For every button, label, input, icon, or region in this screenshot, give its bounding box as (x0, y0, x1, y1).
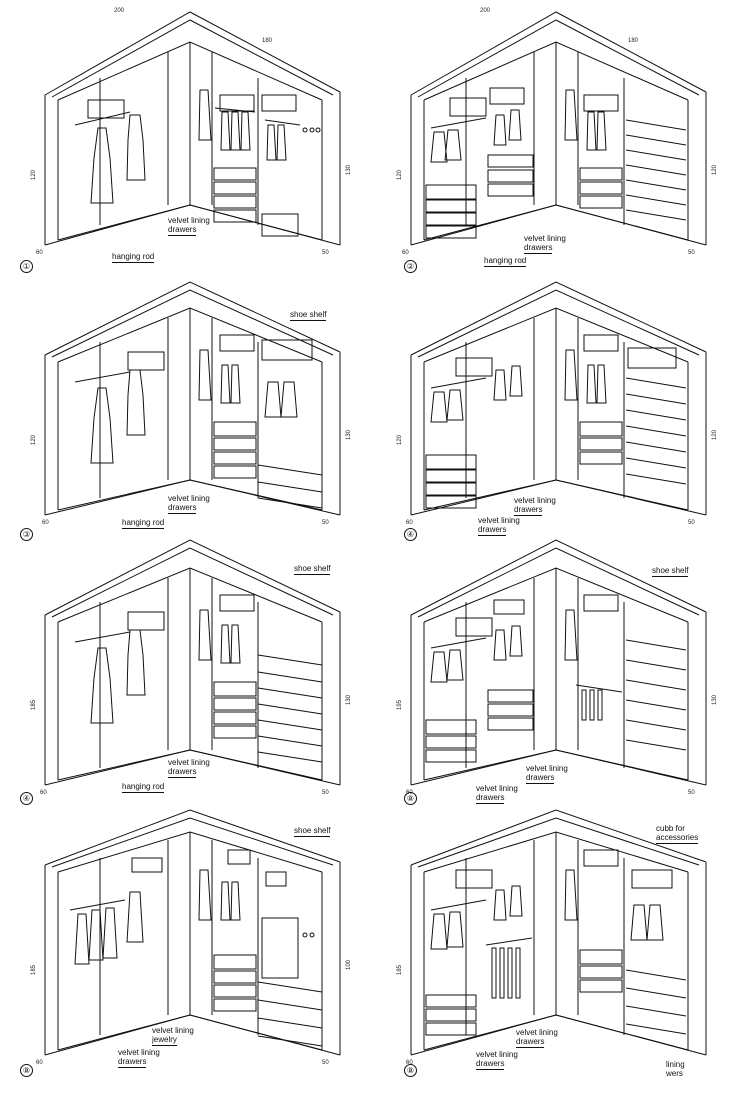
dim-height-left: 120 (397, 434, 403, 445)
label-shoe-shelf: shoe shelf (294, 564, 331, 575)
label-drawers: drawers (168, 503, 197, 514)
dim-depth-left: 60 (40, 790, 47, 796)
dim-top-left: 200 (480, 8, 491, 14)
dim-depth-left: 60 (36, 1060, 43, 1066)
label-drawers-b: drawers (476, 793, 505, 804)
dim-depth-left: 60 (406, 1060, 413, 1066)
label-hanging-rod: hanging rod (484, 256, 527, 267)
dim-height-left: 195 (397, 699, 403, 710)
dim-depth-right: 50 (688, 250, 695, 256)
wardrobe-drawing-7 (44, 809, 341, 1056)
label-shoe-shelf: shoe shelf (294, 826, 331, 837)
dim-height-right: 120 (712, 429, 718, 440)
dim-depth-right: 50 (688, 520, 695, 526)
dim-depth-right: 50 (688, 790, 695, 796)
label-shoe-shelf: shoe shelf (290, 310, 327, 321)
dim-depth-left: 60 (36, 250, 43, 256)
dim-depth-left: 60 (406, 520, 413, 526)
label-drawers: drawers (524, 243, 553, 254)
panel-number: ④ (404, 528, 417, 541)
dim-height-left: 120 (31, 434, 37, 445)
label-hanging-rod: hanging rod (122, 518, 165, 529)
wardrobe-drawing-4 (410, 281, 707, 516)
wardrobe-drawing-5 (44, 539, 341, 786)
label-jewelry: jewelry (152, 1035, 177, 1046)
panel-number: ④ (20, 792, 33, 805)
label-shoe-shelf: shoe shelf (652, 566, 689, 577)
label-drawers-b: drawers (476, 1059, 505, 1070)
label-hanging-rod: hanging rod (112, 252, 155, 263)
panel-number: ⑧ (20, 1064, 33, 1077)
dim-top-left: 200 (114, 8, 125, 14)
dim-height-left: 185 (31, 964, 37, 975)
label-drawers-b: drawers (478, 525, 507, 536)
panel-5: shoe shelf 185 130 60 50 velvet lining d… (0, 539, 366, 810)
dim-height-left: 185 (397, 964, 403, 975)
label-partial-drawers: wers (666, 1069, 683, 1078)
label-velvet-lining-a: velvet lining (514, 496, 556, 505)
label-velvet-lining-b: velvet lining (478, 516, 520, 525)
dim-height-right: 120 (712, 164, 718, 175)
label-velvet-lining-a: velvet lining (516, 1028, 558, 1037)
panel-number: ② (404, 260, 417, 273)
panel-number: ⑧ (404, 1064, 417, 1077)
label-drawers-a: drawers (516, 1037, 545, 1048)
panel-number: ⑧ (404, 792, 417, 805)
wardrobe-drawing-1 (44, 11, 341, 246)
label-hanging-rod: hanging rod (122, 782, 165, 793)
dim-height-right: 130 (346, 164, 352, 175)
wardrobe-drawing-8 (410, 809, 707, 1056)
wardrobe-drawing-3 (44, 281, 341, 516)
dim-height-right: 100 (346, 959, 352, 970)
label-velvet-lining-b: velvet lining (476, 784, 518, 793)
label-drawers: drawers (168, 225, 197, 236)
dim-top-right: 180 (262, 38, 273, 44)
dim-height-left: 120 (31, 169, 37, 180)
dim-depth-right: 50 (322, 250, 329, 256)
dim-height-right: 130 (712, 694, 718, 705)
panel-1: 200 180 120 130 60 50 velvet lining draw… (0, 0, 366, 273)
panel-8: cubb for accessories 185 60 velvet linin… (366, 809, 732, 1080)
dim-height-right: 130 (346, 694, 352, 705)
label-drawers: drawers (168, 767, 197, 778)
label-velvet-lining-b: velvet lining (118, 1048, 160, 1057)
panel-number: ③ (20, 528, 33, 541)
panel-2: 200 180 120 120 60 50 velvet lining draw… (366, 0, 732, 273)
panel-3: shoe shelf 120 130 60 50 velvet lining d… (0, 270, 366, 541)
panel-number: ① (20, 260, 33, 273)
dim-depth-right: 50 (322, 520, 329, 526)
dim-top-right: 180 (628, 38, 639, 44)
label-velvet-lining: velvet lining (524, 234, 566, 243)
dim-height-right: 130 (346, 429, 352, 440)
label-partial-lining: lining (666, 1060, 685, 1069)
label-velvet-lining-b: velvet lining (476, 1050, 518, 1059)
dim-height-left: 120 (397, 169, 403, 180)
label-drawers-a: drawers (514, 505, 543, 516)
label-velvet-lining: velvet lining (168, 758, 210, 767)
label-velvet-lining: velvet lining (168, 216, 210, 225)
panel-7: shoe shelf 185 100 60 50 velvet lining j… (0, 809, 366, 1080)
label-velvet-lining-a: velvet lining (152, 1026, 194, 1035)
label-cubb-line-2: accessories (656, 833, 699, 844)
label-drawers: drawers (118, 1057, 147, 1068)
label-velvet-lining-a: velvet lining (526, 764, 568, 773)
label-velvet-lining: velvet lining (168, 494, 210, 503)
label-drawers-a: drawers (526, 773, 555, 784)
dim-depth-left: 60 (42, 520, 49, 526)
dim-height-left: 185 (31, 699, 37, 710)
panel-6: shoe shelf 195 130 60 50 velvet lining d… (366, 539, 732, 810)
label-cubb-line-1: cubb for (656, 824, 685, 833)
dim-depth-right: 50 (322, 790, 329, 796)
dim-depth-right: 50 (322, 1060, 329, 1066)
panel-4: 120 120 60 50 velvet lining drawers velv… (366, 270, 732, 541)
dim-depth-left: 60 (402, 250, 409, 256)
wardrobe-drawing-2 (410, 11, 707, 246)
wardrobe-drawing-6 (410, 539, 707, 786)
